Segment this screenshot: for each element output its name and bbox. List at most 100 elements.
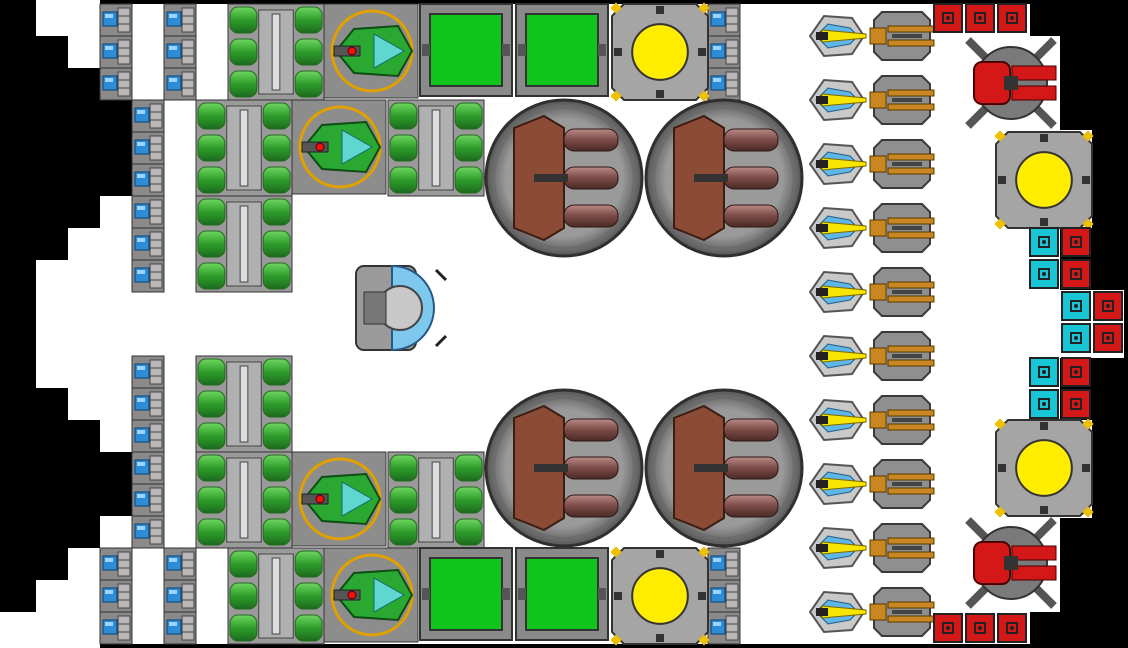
generator-pipe-block[interactable]: [195, 195, 293, 293]
laser-turret-block[interactable]: [808, 526, 867, 570]
thruster-block[interactable]: [99, 35, 133, 69]
heavy-cannon-block[interactable]: [484, 388, 644, 548]
thruster-block[interactable]: [707, 611, 741, 645]
thruster-block[interactable]: [131, 195, 165, 229]
thruster-block[interactable]: [131, 163, 165, 197]
red-flak-turret-block[interactable]: [965, 37, 1057, 129]
laser-turret-block[interactable]: [808, 334, 867, 378]
thruster-block[interactable]: [163, 547, 197, 581]
thruster-block[interactable]: [131, 419, 165, 453]
armor-module-red[interactable]: [997, 3, 1027, 33]
red-flak-turret-block[interactable]: [965, 517, 1057, 609]
heavy-cannon-block[interactable]: [644, 98, 804, 258]
railgun-block[interactable]: [869, 139, 935, 189]
heavy-cannon-block[interactable]: [484, 98, 644, 258]
shield-module-cyan[interactable]: [1061, 291, 1091, 321]
hull-gap: [0, 290, 36, 358]
green-storage-block[interactable]: [515, 3, 609, 97]
thruster-block[interactable]: [131, 355, 165, 389]
generator-pipe-block[interactable]: [387, 451, 485, 549]
railgun-block[interactable]: [869, 459, 935, 509]
thruster-block[interactable]: [131, 259, 165, 293]
power-core-block[interactable]: [994, 130, 1094, 230]
railgun-block[interactable]: [869, 395, 935, 445]
command-cockpit-block[interactable]: [355, 264, 448, 352]
armor-module-red[interactable]: [933, 3, 963, 33]
green-storage-block[interactable]: [515, 547, 609, 641]
railgun-block[interactable]: [869, 203, 935, 253]
laser-turret-block[interactable]: [808, 14, 867, 58]
thruster-block[interactable]: [163, 579, 197, 613]
armor-module-red[interactable]: [1061, 259, 1091, 289]
thruster-block[interactable]: [99, 611, 133, 645]
thruster-block[interactable]: [131, 227, 165, 261]
thruster-block[interactable]: [131, 451, 165, 485]
railgun-block[interactable]: [869, 75, 935, 125]
laser-turret-block[interactable]: [808, 462, 867, 506]
railgun-block[interactable]: [869, 587, 935, 637]
thruster-block[interactable]: [131, 387, 165, 421]
thruster-block[interactable]: [131, 515, 165, 549]
thruster-block[interactable]: [99, 67, 133, 101]
power-core-block[interactable]: [610, 2, 710, 102]
armor-module-red[interactable]: [1061, 357, 1091, 387]
railgun-block[interactable]: [869, 267, 935, 317]
armor-module-red[interactable]: [997, 613, 1027, 643]
laser-turret-block[interactable]: [808, 398, 867, 442]
laser-turret-block[interactable]: [808, 78, 867, 122]
thruster-block[interactable]: [131, 99, 165, 133]
armor-module-red[interactable]: [1061, 227, 1091, 257]
generator-pipe-block[interactable]: [227, 547, 325, 645]
laser-turret-block[interactable]: [808, 270, 867, 314]
thruster-block[interactable]: [99, 3, 133, 37]
shield-module-cyan[interactable]: [1061, 323, 1091, 353]
armor-module-red[interactable]: [965, 3, 995, 33]
power-core-block[interactable]: [610, 546, 710, 646]
thruster-block[interactable]: [163, 35, 197, 69]
generator-pipe-block[interactable]: [195, 99, 293, 197]
generator-pipe-block[interactable]: [227, 3, 325, 101]
armor-module-red[interactable]: [1093, 323, 1123, 353]
thruster-block[interactable]: [707, 547, 741, 581]
heavy-cannon-block[interactable]: [644, 388, 804, 548]
shield-module-cyan[interactable]: [1029, 227, 1059, 257]
thruster-block[interactable]: [707, 67, 741, 101]
thruster-block[interactable]: [163, 611, 197, 645]
armor-module-red[interactable]: [933, 613, 963, 643]
hull-gap: [0, 358, 132, 612]
thruster-block[interactable]: [99, 547, 133, 581]
laser-turret-block[interactable]: [808, 206, 867, 250]
generator-pipe-block[interactable]: [387, 99, 485, 197]
armor-module-red[interactable]: [1093, 291, 1123, 321]
thruster-block[interactable]: [163, 67, 197, 101]
green-storage-block[interactable]: [419, 547, 513, 641]
thruster-block[interactable]: [707, 579, 741, 613]
railgun-block[interactable]: [869, 331, 935, 381]
thruster-block[interactable]: [707, 3, 741, 37]
armor-module-red[interactable]: [965, 613, 995, 643]
green-turret-block[interactable]: [323, 547, 419, 643]
shield-module-cyan[interactable]: [1029, 389, 1059, 419]
block-layer: [99, 2, 1123, 646]
hull-notch: [36, 290, 136, 358]
railgun-block[interactable]: [869, 523, 935, 573]
thruster-block[interactable]: [131, 483, 165, 517]
green-turret-block[interactable]: [291, 99, 387, 195]
green-storage-block[interactable]: [419, 3, 513, 97]
thruster-block[interactable]: [131, 131, 165, 165]
laser-turret-block[interactable]: [808, 590, 867, 634]
generator-pipe-block[interactable]: [195, 355, 293, 453]
thruster-block[interactable]: [707, 35, 741, 69]
shield-module-cyan[interactable]: [1029, 357, 1059, 387]
thruster-block[interactable]: [163, 3, 197, 37]
armor-module-red[interactable]: [1061, 389, 1091, 419]
green-turret-block[interactable]: [323, 3, 419, 99]
thruster-block[interactable]: [99, 579, 133, 613]
generator-pipe-block[interactable]: [195, 451, 293, 549]
power-core-block[interactable]: [994, 418, 1094, 518]
railgun-block[interactable]: [869, 11, 935, 61]
green-turret-block[interactable]: [291, 451, 387, 547]
laser-turret-block[interactable]: [808, 142, 867, 186]
shield-module-cyan[interactable]: [1029, 259, 1059, 289]
